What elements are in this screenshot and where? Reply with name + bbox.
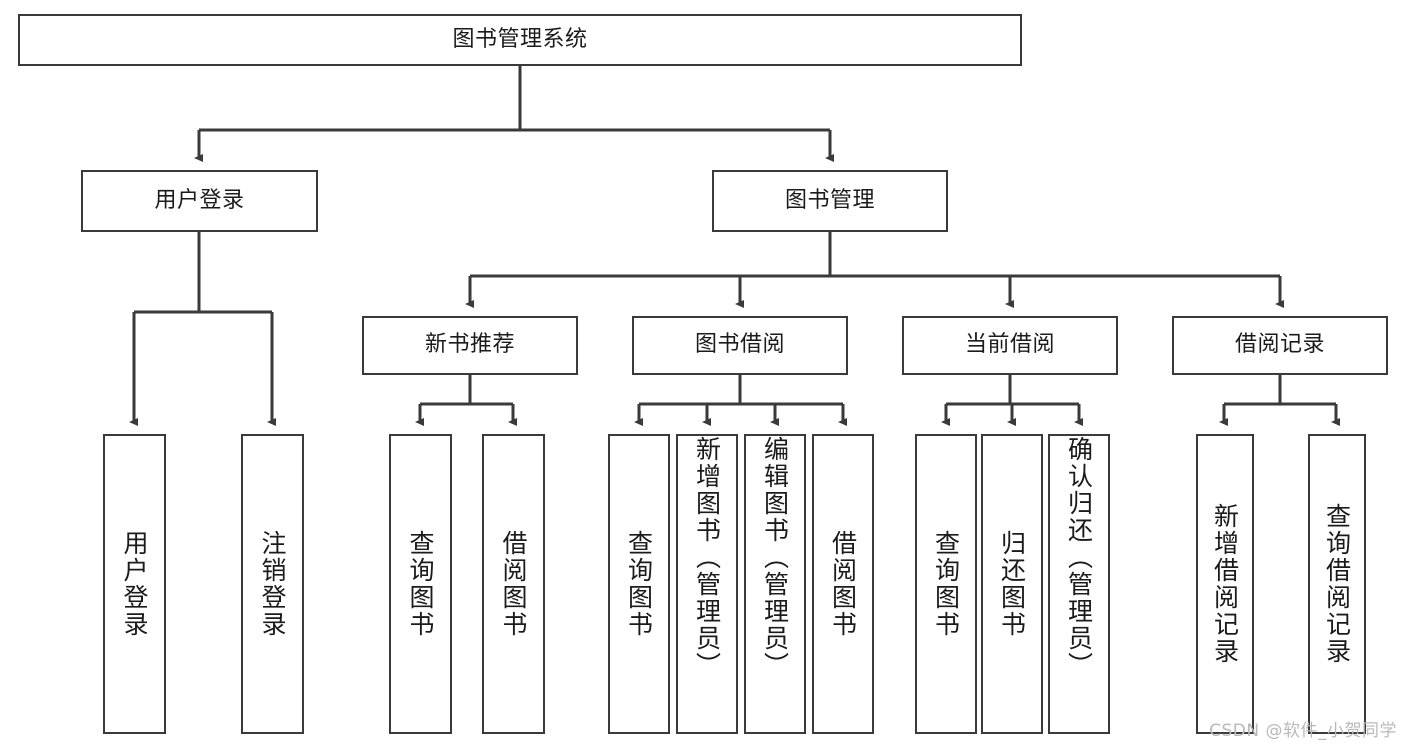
node-label: 新书推荐 [424,332,515,358]
node-label: 借阅图书 [828,530,858,638]
node-user-login[interactable]: 用户登录 [81,170,318,232]
node-label: 图书管理 [784,187,875,213]
node-label: 注销登录 [258,530,287,638]
node-label: 用户登录 [120,530,149,638]
leaf-record-add-record[interactable]: 新增借阅记录 [1196,434,1254,734]
node-current-borrow[interactable]: 当前借阅 [902,316,1118,375]
node-label: 图书管理系统 [452,26,588,52]
node-label: 当前借阅 [964,332,1055,358]
leaf-user-login[interactable]: 用户登录 [103,434,166,734]
node-label: 查询图书 [624,530,654,638]
leaf-borrow-borrow-book[interactable]: 借阅图书 [812,434,874,734]
node-label: 编辑图书（管理员） [760,436,790,679]
leaf-borrow-edit-book[interactable]: 编辑图书（管理员） [744,434,806,734]
leaf-user-logout[interactable]: 注销登录 [241,434,304,734]
node-label: 新增图书（管理员） [692,436,722,679]
node-label: 图书借阅 [694,332,785,358]
node-label: 借阅记录 [1234,332,1325,358]
leaf-current-confirm-return[interactable]: 确认归还（管理员） [1048,434,1110,734]
node-new-book-recommend[interactable]: 新书推荐 [362,316,578,375]
node-label: 查询借阅记录 [1322,503,1352,665]
node-label: 查询图书 [406,530,435,638]
node-label: 新增借阅记录 [1210,503,1240,665]
leaf-borrow-query-book[interactable]: 查询图书 [608,434,670,734]
node-label: 用户登录 [154,187,245,213]
leaf-recommend-query-book[interactable]: 查询图书 [389,434,452,734]
leaf-borrow-add-book[interactable]: 新增图书（管理员） [676,434,738,734]
node-label: 查询图书 [931,530,961,638]
node-book-borrow[interactable]: 图书借阅 [632,316,848,375]
node-label: 归还图书 [997,530,1027,638]
node-root-system[interactable]: 图书管理系统 [18,14,1022,66]
node-borrow-record[interactable]: 借阅记录 [1172,316,1388,375]
leaf-recommend-borrow-book[interactable]: 借阅图书 [482,434,545,734]
node-label: 确认归还（管理员） [1064,436,1094,679]
node-book-management[interactable]: 图书管理 [712,170,948,232]
node-label: 借阅图书 [499,530,528,638]
leaf-current-return-book[interactable]: 归还图书 [981,434,1043,734]
leaf-record-query-record[interactable]: 查询借阅记录 [1308,434,1366,734]
leaf-current-query-book[interactable]: 查询图书 [915,434,977,734]
